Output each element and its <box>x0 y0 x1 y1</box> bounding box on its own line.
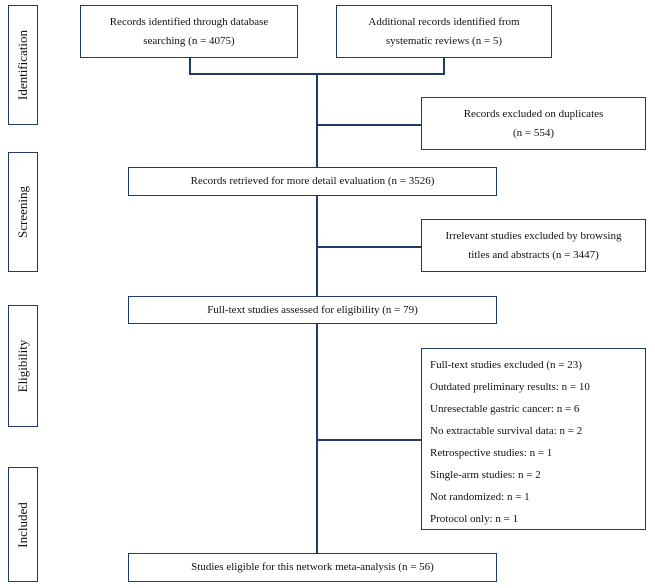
excluded-reason-item: No extractable survival data: n = 2 <box>430 425 583 437</box>
connector-to-duplicates <box>316 124 422 126</box>
excluded-reason-item: Not randomized: n = 1 <box>430 491 530 503</box>
included-text: Studies eligible for this network meta-a… <box>191 561 434 573</box>
excluded-reason-item: Retrospective studies: n = 1 <box>430 447 553 459</box>
additional-records-line2: systematic reviews (n = 5) <box>385 34 503 47</box>
irrelevant-excluded-line2: titles and abstracts (n = 3447) <box>468 248 599 261</box>
stage-included-label: Included <box>15 501 30 548</box>
database-records-line1: Records identified through database <box>109 15 269 28</box>
excluded-reason-item: Unresectable gastric cancer: n = 6 <box>430 403 580 415</box>
stage-eligibility: Eligibility <box>8 305 38 427</box>
fulltext-assessed-text: Full-text studies assessed for eligibili… <box>207 303 418 316</box>
excluded-reason-item: Single-arm studies: n = 2 <box>430 469 541 481</box>
stage-eligibility-label: Eligibility <box>15 339 30 393</box>
box-fulltext-excluded: Full-text studies excluded (n = 23) Outd… <box>421 348 646 530</box>
connector-additional-down <box>443 57 445 74</box>
box-database-records: Records identified through database sear… <box>80 5 298 58</box>
database-records-line2: searching (n = 4075) <box>143 34 235 47</box>
box-irrelevant-excluded: Irrelevant studies excluded by browsing … <box>421 219 646 272</box>
stage-screening: Screening <box>8 152 38 272</box>
duplicates-excluded-line1: Records excluded on duplicates <box>463 107 604 120</box>
box-duplicates-excluded: Records excluded on duplicates (n = 554) <box>421 97 646 150</box>
stage-included: Included <box>8 467 38 582</box>
stage-identification: Identification <box>8 5 38 125</box>
connector-main-to-retrieved <box>316 73 318 167</box>
stage-identification-label: Identification <box>15 29 30 101</box>
connector-fulltext-to-included <box>316 323 318 553</box>
additional-records-line1: Additional records identified from <box>368 15 520 28</box>
duplicates-excluded-line2: (n = 554) <box>512 126 554 139</box>
connector-db-down <box>189 57 191 74</box>
connector-to-irrelevant <box>316 246 422 248</box>
box-included: Studies eligible for this network meta-a… <box>128 553 497 582</box>
irrelevant-excluded-line1: Irrelevant studies excluded by browsing <box>445 229 622 242</box>
excluded-reason-item: Outdated preliminary results: n = 10 <box>430 381 590 393</box>
retrieved-text: Records retrieved for more detail evalua… <box>190 175 435 187</box>
connector-to-fulltext-excluded <box>316 439 422 441</box>
box-retrieved: Records retrieved for more detail evalua… <box>128 167 497 196</box>
excluded-reason-item: Protocol only: n = 1 <box>430 513 519 525</box>
fulltext-excluded-heading: Full-text studies excluded (n = 23) <box>430 359 582 371</box>
box-additional-records: Additional records identified from syste… <box>336 5 552 58</box>
box-fulltext-assessed: Full-text studies assessed for eligibili… <box>128 296 497 324</box>
connector-retrieved-to-fulltext <box>316 194 318 297</box>
stage-screening-label: Screening <box>15 186 30 238</box>
